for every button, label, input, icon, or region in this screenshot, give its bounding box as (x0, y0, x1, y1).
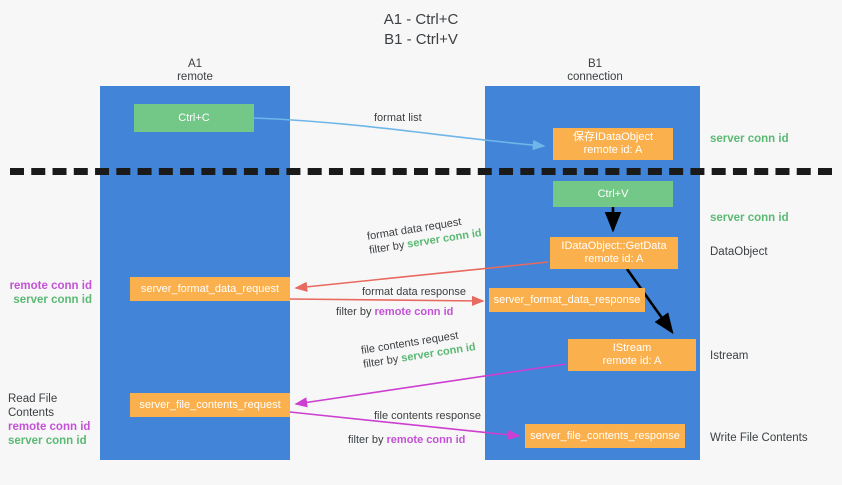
side-label-server-conn-id-top: server conn id (710, 133, 789, 145)
node-server-format-data-request[interactable]: server_format_data_request (130, 277, 290, 301)
side-label-istream: Istream (710, 350, 749, 362)
edge-label-file-contents-response-filter-prefix: filter by (348, 434, 387, 446)
side-label-conn-ids-format: remote conn id server conn id (8, 279, 92, 307)
node-ctrl-v[interactable]: Ctrl+V (553, 181, 673, 207)
edge-label-format-list: format list (374, 111, 422, 125)
node-istream-label: IStream (612, 342, 652, 354)
edge-label-format-data-response-filter-prefix: filter by (336, 306, 375, 318)
side-label-remote-conn-id-2: remote conn id (8, 421, 91, 433)
lane-header-b1-role: connection (567, 71, 623, 83)
node-server-file-contents-request[interactable]: server_file_contents_request (130, 393, 290, 417)
node-server-file-contents-response-label: server_file_contents_response (530, 429, 680, 442)
edge-label-file-contents-response-filter: filter by remote conn id (348, 433, 465, 447)
arrow-format-data-response (289, 295, 485, 307)
node-server-format-data-request-label: server_format_data_request (140, 282, 280, 295)
node-server-format-data-response-label: server_format_data_response (493, 293, 641, 306)
title-line-2: B1 - Ctrl+V (384, 31, 458, 48)
side-label-server-conn-id-1: server conn id (13, 294, 92, 306)
node-server-file-contents-response[interactable]: server_file_contents_response (525, 424, 685, 448)
side-label-server-conn-id-mid: server conn id (710, 212, 789, 224)
edge-label-format-list-text: format list (374, 112, 422, 124)
side-label-read-file-contents: Read File Contents (8, 393, 58, 419)
edge-label-format-data-response-text: format data response (362, 286, 466, 298)
node-idataobject-getdata[interactable]: IDataObject::GetData remote id: A (550, 237, 678, 269)
node-save-idataobject-label: 保存IDataObject (572, 131, 654, 143)
edge-label-format-data-response: format data response (362, 285, 466, 299)
side-label-dataobject: DataObject (710, 246, 768, 258)
side-label-read-file-contents-group: Read File Contents remote conn id server… (8, 392, 100, 448)
arrow-format-data-request (294, 261, 549, 292)
arrow-format-list (253, 117, 546, 151)
node-istream-sub: remote id: A (602, 355, 662, 367)
lane-header-b1: B1 connection (525, 58, 665, 84)
edge-label-format-data-response-filter-key: remote conn id (374, 306, 454, 318)
lane-header-b1-name: B1 (587, 58, 603, 70)
edge-label-file-contents-response: file contents response (374, 409, 481, 423)
dashed-divider (10, 168, 832, 175)
arrow-getdata-to-istream (625, 268, 674, 335)
side-label-server-conn-id-2: server conn id (8, 435, 87, 447)
lane-header-a1-name: A1 (187, 58, 203, 70)
side-label-write-file-contents: Write File Contents (710, 432, 808, 444)
edge-label-format-data-response-filter: filter by remote conn id (336, 305, 453, 319)
node-ctrl-v-label: Ctrl+V (597, 187, 629, 200)
edge-label-file-contents-response-filter-key: remote conn id (386, 434, 466, 446)
node-idataobject-getdata-sub: remote id: A (584, 253, 644, 265)
node-istream[interactable]: IStream remote id: A (568, 339, 696, 371)
lane-header-a1-role: remote (177, 71, 213, 83)
node-ctrl-c[interactable]: Ctrl+C (134, 104, 254, 132)
node-save-idataobject[interactable]: 保存IDataObject remote id: A (553, 128, 673, 160)
lane-header-a1: A1 remote (125, 58, 265, 84)
node-ctrl-c-label: Ctrl+C (178, 111, 210, 124)
node-save-idataobject-sub: remote id: A (583, 144, 643, 156)
arrow-file-contents-response (289, 411, 521, 440)
side-label-remote-conn-id-1: remote conn id (9, 280, 92, 292)
edge-label-file-contents-response-text: file contents response (374, 410, 482, 422)
node-idataobject-getdata-label: IDataObject::GetData (561, 240, 667, 252)
page-title: A1 - Ctrl+C B1 - Ctrl+V (0, 10, 842, 50)
arrow-file-contents-request (294, 363, 567, 408)
title-line-1: A1 - Ctrl+C (383, 11, 459, 28)
node-server-format-data-response[interactable]: server_format_data_response (489, 288, 645, 312)
node-server-file-contents-request-label: server_file_contents_request (139, 398, 281, 411)
